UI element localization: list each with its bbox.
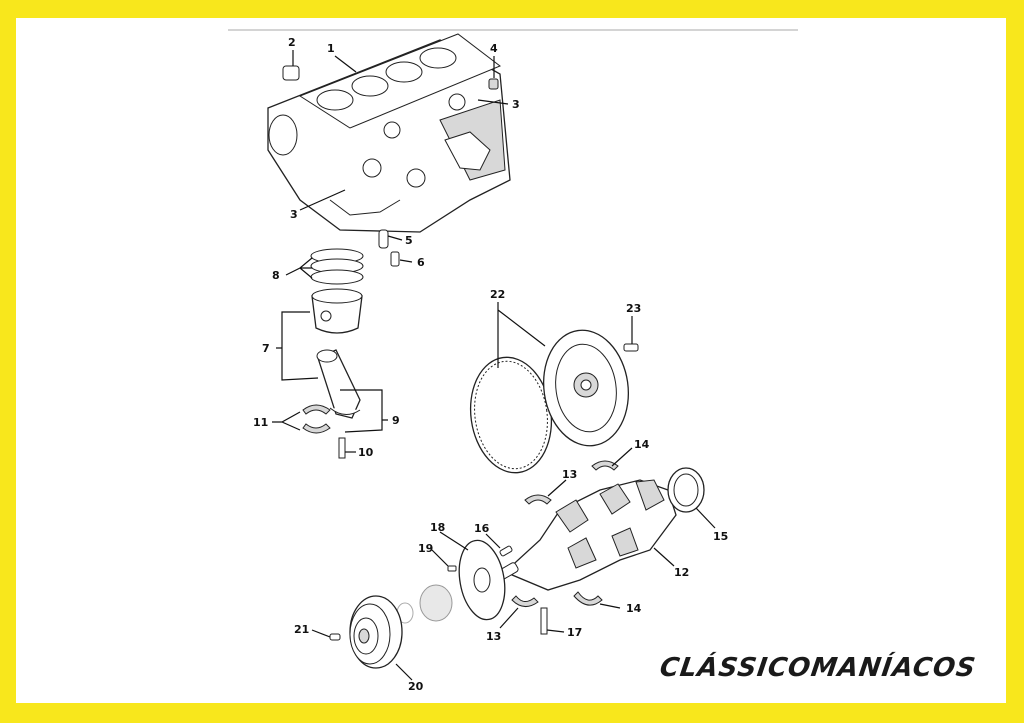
part-18-timing-disc	[458, 539, 506, 621]
label-2: 2	[288, 36, 296, 49]
label-15: 15	[713, 530, 728, 543]
label-1: 1	[327, 42, 335, 55]
part-4-plug	[488, 78, 499, 90]
rod-bearing-shells	[302, 404, 331, 434]
label-22: 22	[490, 288, 505, 301]
callout-labels: 1 2 3 3 4 5 6 7 8 9 10 11 12 13 13 14 14…	[253, 36, 728, 693]
connecting-rod	[316, 349, 361, 419]
part-19-bolt	[447, 565, 457, 572]
label-19: 19	[418, 542, 433, 555]
label-23: 23	[626, 302, 641, 315]
engine-block	[267, 33, 511, 233]
crankshaft-pulley	[349, 595, 403, 669]
label-9: 9	[392, 414, 400, 427]
flywheel	[542, 329, 630, 447]
label-11: 11	[253, 416, 268, 429]
part-21-pulley-bolt	[329, 633, 341, 641]
brand-watermark: CLÁSSICOMANÍACOS	[658, 653, 979, 683]
part-5-pin	[378, 229, 389, 249]
part-16-key	[499, 545, 513, 557]
main-bearing-lower-14	[573, 591, 603, 606]
timing-sprocket-ghost	[396, 584, 453, 624]
label-13-upper: 13	[562, 468, 577, 481]
piston	[311, 288, 363, 334]
label-5: 5	[405, 234, 413, 247]
label-4: 4	[490, 42, 498, 55]
label-6: 6	[417, 256, 425, 269]
main-bearing-lower-13	[511, 595, 539, 607]
part-17-bolt	[540, 607, 548, 635]
label-13-lower: 13	[486, 630, 501, 643]
label-14-upper: 14	[634, 438, 650, 451]
label-14-lower: 14	[626, 602, 642, 615]
rear-main-seal	[667, 467, 705, 513]
part-6-bolt	[390, 251, 400, 267]
label-16: 16	[474, 522, 490, 535]
label-17: 17	[567, 626, 582, 639]
label-18: 18	[430, 521, 445, 534]
part-23-flywheel-bolt	[623, 343, 639, 352]
label-10: 10	[358, 446, 374, 459]
leader-lines	[272, 50, 716, 681]
piston-rings	[310, 248, 364, 285]
crankshaft	[497, 479, 677, 591]
label-21: 21	[294, 623, 309, 636]
label-3-right: 3	[512, 98, 520, 111]
main-bearing-upper-13	[524, 494, 552, 505]
part-2-dowel	[282, 65, 300, 81]
label-12: 12	[674, 566, 689, 579]
label-20: 20	[408, 680, 424, 693]
part-10-rod-bolt	[338, 437, 346, 459]
label-8: 8	[272, 269, 280, 282]
label-7: 7	[262, 342, 270, 355]
main-bearing-upper-14	[591, 460, 619, 471]
label-3-left: 3	[290, 208, 298, 221]
